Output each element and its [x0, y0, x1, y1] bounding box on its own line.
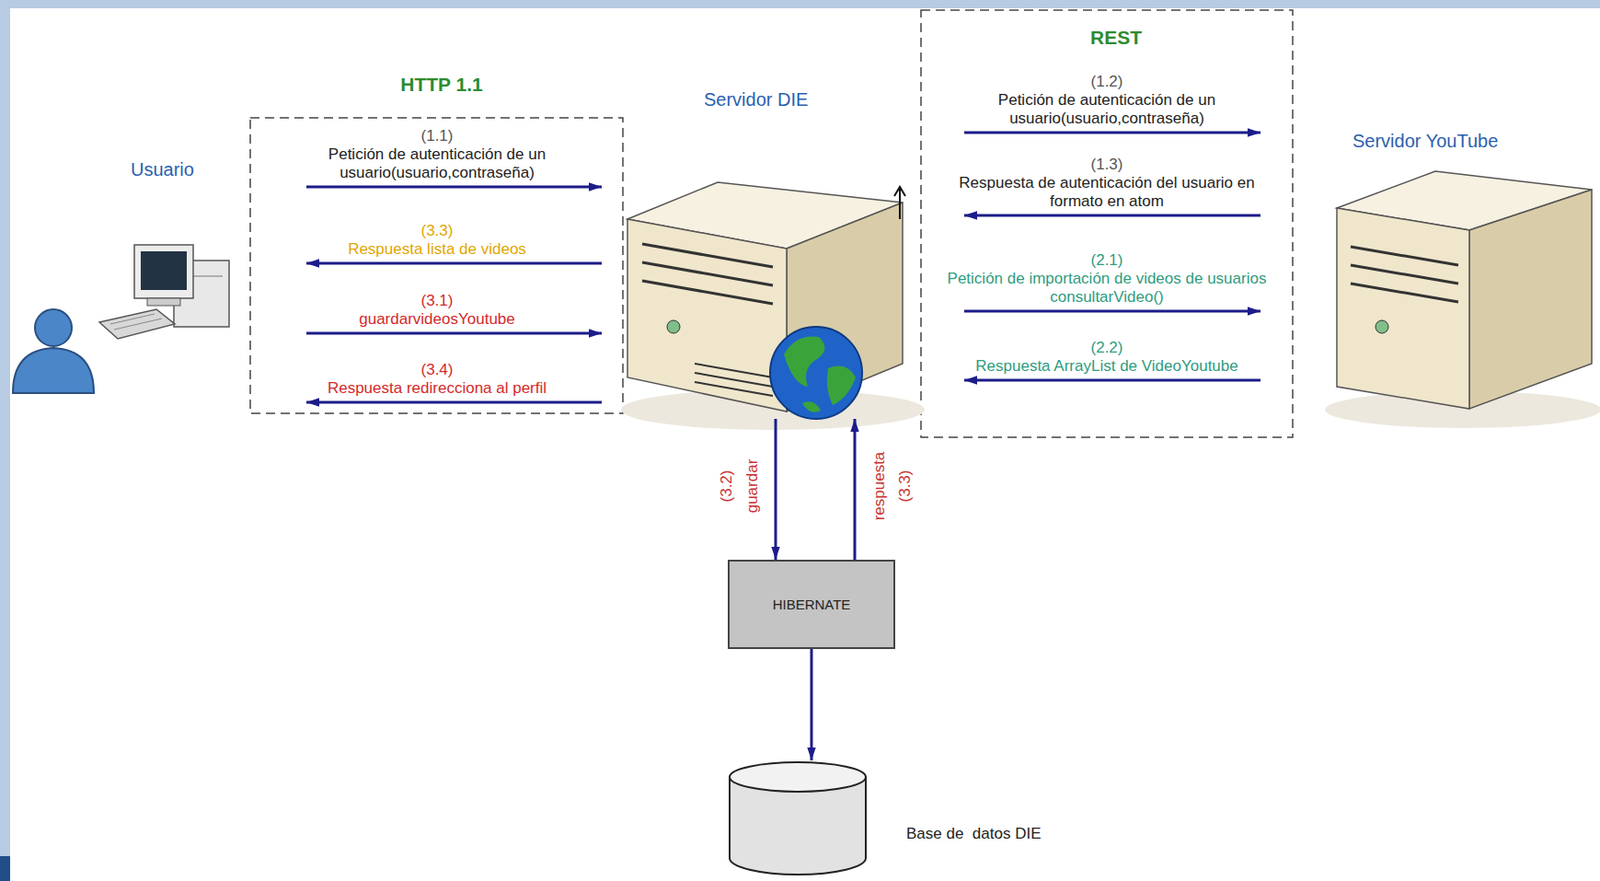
- edge-label: Petición de autenticación de un usuario(…: [932, 91, 1282, 128]
- server-node: Servidor YouTube: [1260, 128, 1594, 405]
- connector-arrow: [774, 418, 778, 560]
- illustration-part: [0, 0, 1600, 9]
- edge-label: Respuesta redirecciona al perfil: [324, 379, 550, 398]
- callout-number: (3.4): [418, 360, 457, 380]
- node-heading: Usuario: [130, 159, 195, 181]
- illustration-part: [99, 309, 175, 339]
- illustration-part: [802, 401, 821, 413]
- group-title: HTTP 1.1: [400, 73, 483, 96]
- group-title: REST: [1090, 26, 1142, 49]
- process-box: HIBERNATE: [727, 559, 896, 649]
- edge-label: guardar: [743, 456, 762, 517]
- connector-arrow: [306, 401, 602, 404]
- illustration-part: [1350, 246, 1459, 302]
- illustration-part: [694, 363, 773, 396]
- illustration-part: [920, 10, 1293, 438]
- edge-label: Respuesta de autenticación del usuario e…: [932, 173, 1282, 211]
- callout-number: (1.2): [1088, 72, 1127, 92]
- edge-label: Petición de autenticación de un usuario(…: [280, 145, 594, 183]
- illustration-part: [140, 251, 187, 290]
- user-node: Usuario: [9, 147, 307, 405]
- illustration-part: [667, 320, 680, 334]
- callout-number: (3.3): [418, 221, 457, 241]
- illustration-part: [0, 855, 11, 881]
- illustration-part: [894, 186, 906, 219]
- node-heading: Servidor YouTube: [1352, 130, 1498, 152]
- callout-number: (3.3): [896, 467, 915, 506]
- illustration-part: [642, 243, 773, 304]
- illustration-part: [827, 366, 856, 405]
- illustration-part: [250, 117, 623, 414]
- database-shape: [727, 759, 868, 876]
- illustration-part: [34, 309, 72, 346]
- callout-number: (1.1): [418, 126, 457, 146]
- callout-number: (2.2): [1088, 338, 1127, 357]
- illustration-part: [12, 347, 94, 393]
- database-cylinder: Base de datos DIE: [727, 759, 868, 876]
- illustration-part: [1336, 207, 1470, 409]
- illustration-part: [134, 244, 194, 299]
- node-heading: Servidor DIE: [703, 89, 808, 111]
- illustration-part: [0, 0, 11, 881]
- database-top: [729, 761, 866, 792]
- connector-arrow: [306, 262, 602, 265]
- connector-arrow: [306, 185, 602, 189]
- connector-arrow: [306, 332, 602, 335]
- edge-label: guardarvideosYoutube: [356, 310, 518, 329]
- illustration-part: [1469, 189, 1592, 409]
- illustration-part: [147, 298, 181, 306]
- illustration-part: [783, 335, 825, 387]
- edge-label: Respuesta lista de videos: [345, 240, 530, 259]
- illustration-part: [770, 326, 863, 419]
- illustration-part: [1375, 320, 1389, 334]
- connector-arrow: [964, 214, 1261, 218]
- database-label: Base de datos DIE: [906, 824, 1041, 843]
- illustration-part: [627, 218, 787, 412]
- edge-label: respuesta: [870, 448, 889, 524]
- callout-number: (2.1): [1088, 251, 1127, 270]
- callout-number: (1.3): [1088, 155, 1127, 174]
- illustration-part: [110, 313, 162, 330]
- connector-arrow: [964, 310, 1261, 313]
- edge-label: Petición de importación de videos de usu…: [932, 269, 1282, 307]
- callout-number: (3.1): [418, 291, 457, 311]
- connector-arrow: [853, 418, 857, 560]
- server-node: Servidor DIE: [601, 87, 965, 419]
- edge-label: Respuesta ArrayList de VideoYoutube: [972, 356, 1241, 376]
- connector-arrow: [964, 131, 1261, 135]
- connector-arrow: [810, 648, 814, 760]
- connector-arrow: [964, 379, 1261, 382]
- box-label: HIBERNATE: [772, 596, 852, 612]
- callout-number: (3.2): [717, 467, 737, 506]
